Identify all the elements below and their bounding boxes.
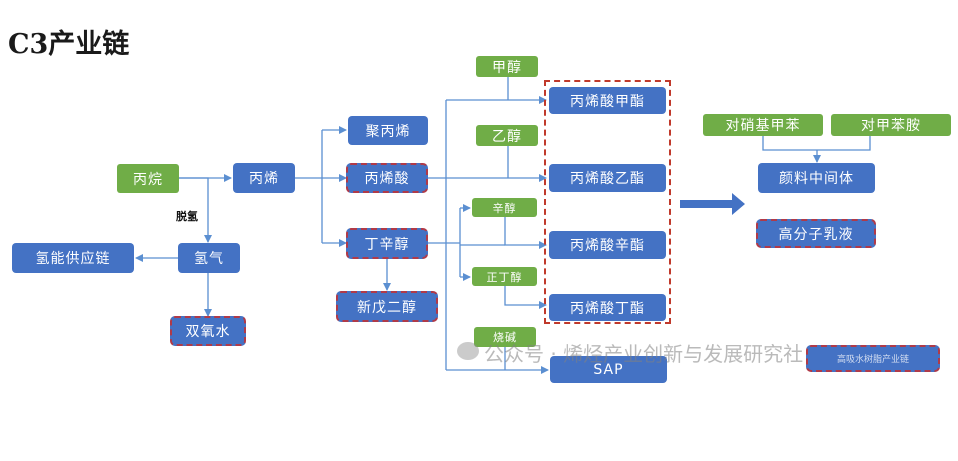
node-hydrogen: 氢气 [178,243,240,273]
edge-nitro [762,135,871,151]
big-arrow [680,193,745,215]
label-dehydrogenation: 脱氢 [176,210,198,223]
node-toluidine: 对甲苯胺 [831,114,951,136]
edge-butanol [504,285,547,309]
node-butanol: 正丁醇 [472,267,537,286]
node-methyl-acrylate: 丙烯酸甲酯 [549,87,666,114]
node-ethanol: 乙醇 [476,125,538,146]
node-neopentyl-glycol: 新戊二醇 [336,291,438,322]
page-title: C3产业链 [8,29,130,60]
node-octyl-acrylate: 丙烯酸辛酯 [549,231,666,259]
acrylate-group-frame [544,80,671,324]
node-propylene: 丙烯 [233,163,295,193]
node-methanol: 甲醇 [476,56,538,77]
edge-propane-hydrogen [179,177,212,243]
node-octyl-alcohol: 辛醇 [472,198,537,217]
node-caustic: 烧碱 [474,327,536,347]
watermark: 公众号 · 烯烃产业创新与发展研究社 [484,342,804,366]
node-propane: 丙烷 [117,164,179,193]
node-hydrogen-peroxide: 双氧水 [170,316,246,346]
node-polymer-emulsion: 高分子乳液 [756,219,876,248]
node-acrylic-acid: 丙烯酸 [346,163,428,193]
node-nitrotoluene: 对硝基甲苯 [703,114,823,136]
node-hydrogen-supply: 氢能供应链 [12,243,134,273]
node-butyl-acrylate: 丙烯酸丁酯 [549,294,666,321]
node-faded-partial: 高吸水树脂产业链 [806,345,940,372]
node-octanol: 丁辛醇 [346,228,428,259]
node-ethyl-acrylate: 丙烯酸乙酯 [549,164,666,192]
node-sap: SAP [550,356,667,383]
node-polypropylene: 聚丙烯 [348,116,428,145]
node-pigment-intermediate: 颜料中间体 [758,163,875,193]
edge-octylalc [504,217,547,249]
wechat-icon [457,342,479,360]
